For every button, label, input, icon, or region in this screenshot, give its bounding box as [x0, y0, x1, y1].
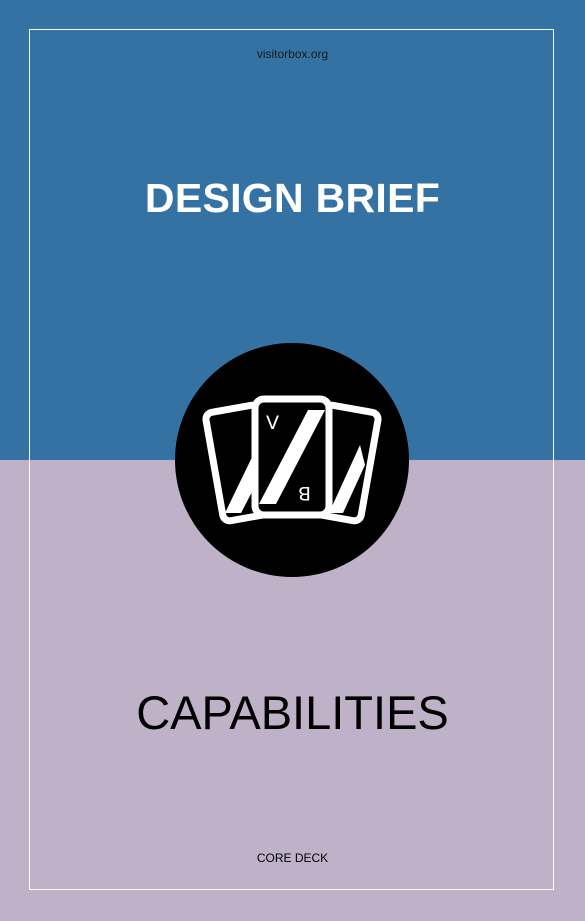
- website-url: visitorbox.org: [256, 47, 329, 61]
- logo-letter-b: B: [298, 482, 311, 504]
- deck-label: CORE DECK: [256, 851, 329, 865]
- card-subtitle: CAPABILITIES: [136, 686, 449, 739]
- logo-letter-v: V: [266, 412, 279, 434]
- card-frame: [29, 29, 554, 890]
- cards-logo-icon: V B: [175, 343, 409, 577]
- card-title: DESIGN BRIEF: [144, 175, 441, 221]
